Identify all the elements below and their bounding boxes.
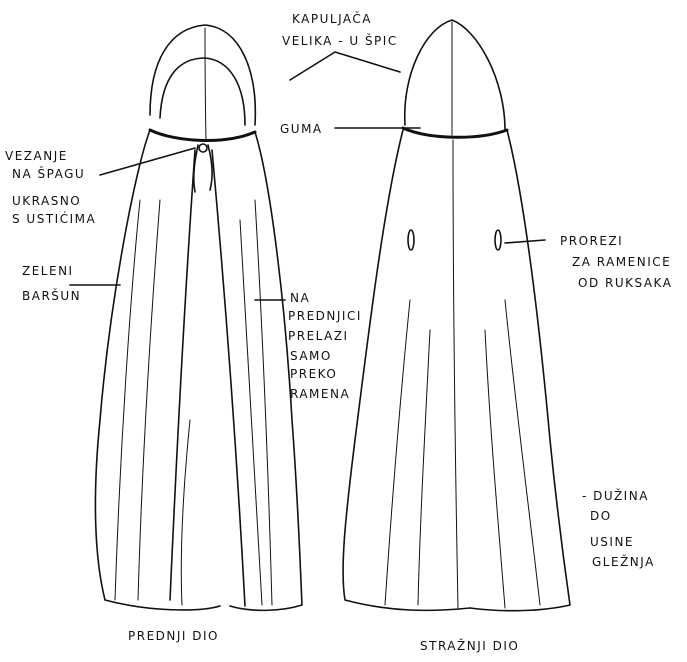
front-hood-outline [150, 25, 255, 125]
back-collar-guma [403, 128, 507, 137]
labels: KAPULJAČA VELIKA - U ŠPIC GUMA VEZANJE N… [5, 11, 672, 653]
duzina-label-1: DO [590, 509, 612, 523]
front-hood-opening [160, 58, 245, 125]
hood-pointer [290, 52, 400, 80]
prednjica-label-5: RAMENA [290, 387, 350, 401]
prorezi-label-line2: ZA RAMENICE [572, 255, 671, 269]
back-slit-left [408, 230, 414, 250]
prorezi-label-line1: PROREZI [560, 234, 623, 248]
front-fold [115, 200, 140, 600]
back-fold [505, 300, 540, 605]
duzina-label-2: USINE [590, 535, 634, 549]
prednjica-label-1: PREDNJICI [288, 309, 362, 323]
front-fold [181, 420, 190, 605]
front-left-body [95, 130, 220, 610]
prorezi-label-line3: OD RUKSAKA [578, 276, 672, 290]
prednjica-label-0: NA [290, 291, 310, 305]
barsun-label: BARŠUN [22, 288, 81, 303]
prorezi-pointer [505, 240, 545, 243]
back-right-body [470, 130, 570, 611]
vezanje-pointer [100, 148, 195, 175]
guma-label: GUMA [280, 122, 323, 136]
prednjica-label-3: SAMO [290, 349, 332, 363]
pointer-lines [70, 52, 545, 300]
back-fold [385, 300, 410, 605]
hood-label-line2: VELIKA - U ŠPIC [282, 33, 398, 48]
front-opening-right [212, 150, 245, 606]
front-hood-seam [205, 28, 206, 140]
front-tie-knot [199, 144, 207, 152]
front-opening-left [170, 150, 195, 600]
back-left-body [343, 130, 470, 610]
prednjica-label-4: PREKO [290, 367, 337, 381]
back-center-seam [453, 140, 458, 608]
front-caption: PREDNJI DIO [128, 629, 219, 643]
duzina-label-3: GLEŽNJA [592, 554, 655, 569]
front-cloak [95, 25, 302, 610]
back-slit-right [495, 230, 501, 250]
back-fold [418, 330, 430, 605]
back-caption: STRAŽNJI DIO [420, 638, 519, 653]
vezanje-label-line2: NA ŠPAGU [12, 166, 85, 181]
front-fold [240, 220, 262, 605]
front-collar-guma [150, 130, 255, 140]
prednjica-label-2: PRELAZI [288, 329, 349, 343]
ukrasno-label-line2: S USTIĆIMA [12, 211, 96, 226]
zeleni-label: ZELENI [22, 264, 74, 278]
back-cloak [343, 20, 570, 611]
back-fold [485, 330, 505, 608]
vezanje-label-line1: VEZANJE [5, 149, 68, 163]
front-fold [138, 200, 160, 600]
ukrasno-label-line1: UKRASNO [12, 194, 81, 208]
duzina-label-0: - DUŽINA [582, 488, 649, 503]
back-hood-outline [405, 20, 505, 130]
hood-label-line1: KAPULJAČA [292, 11, 372, 26]
front-fold [255, 200, 272, 605]
